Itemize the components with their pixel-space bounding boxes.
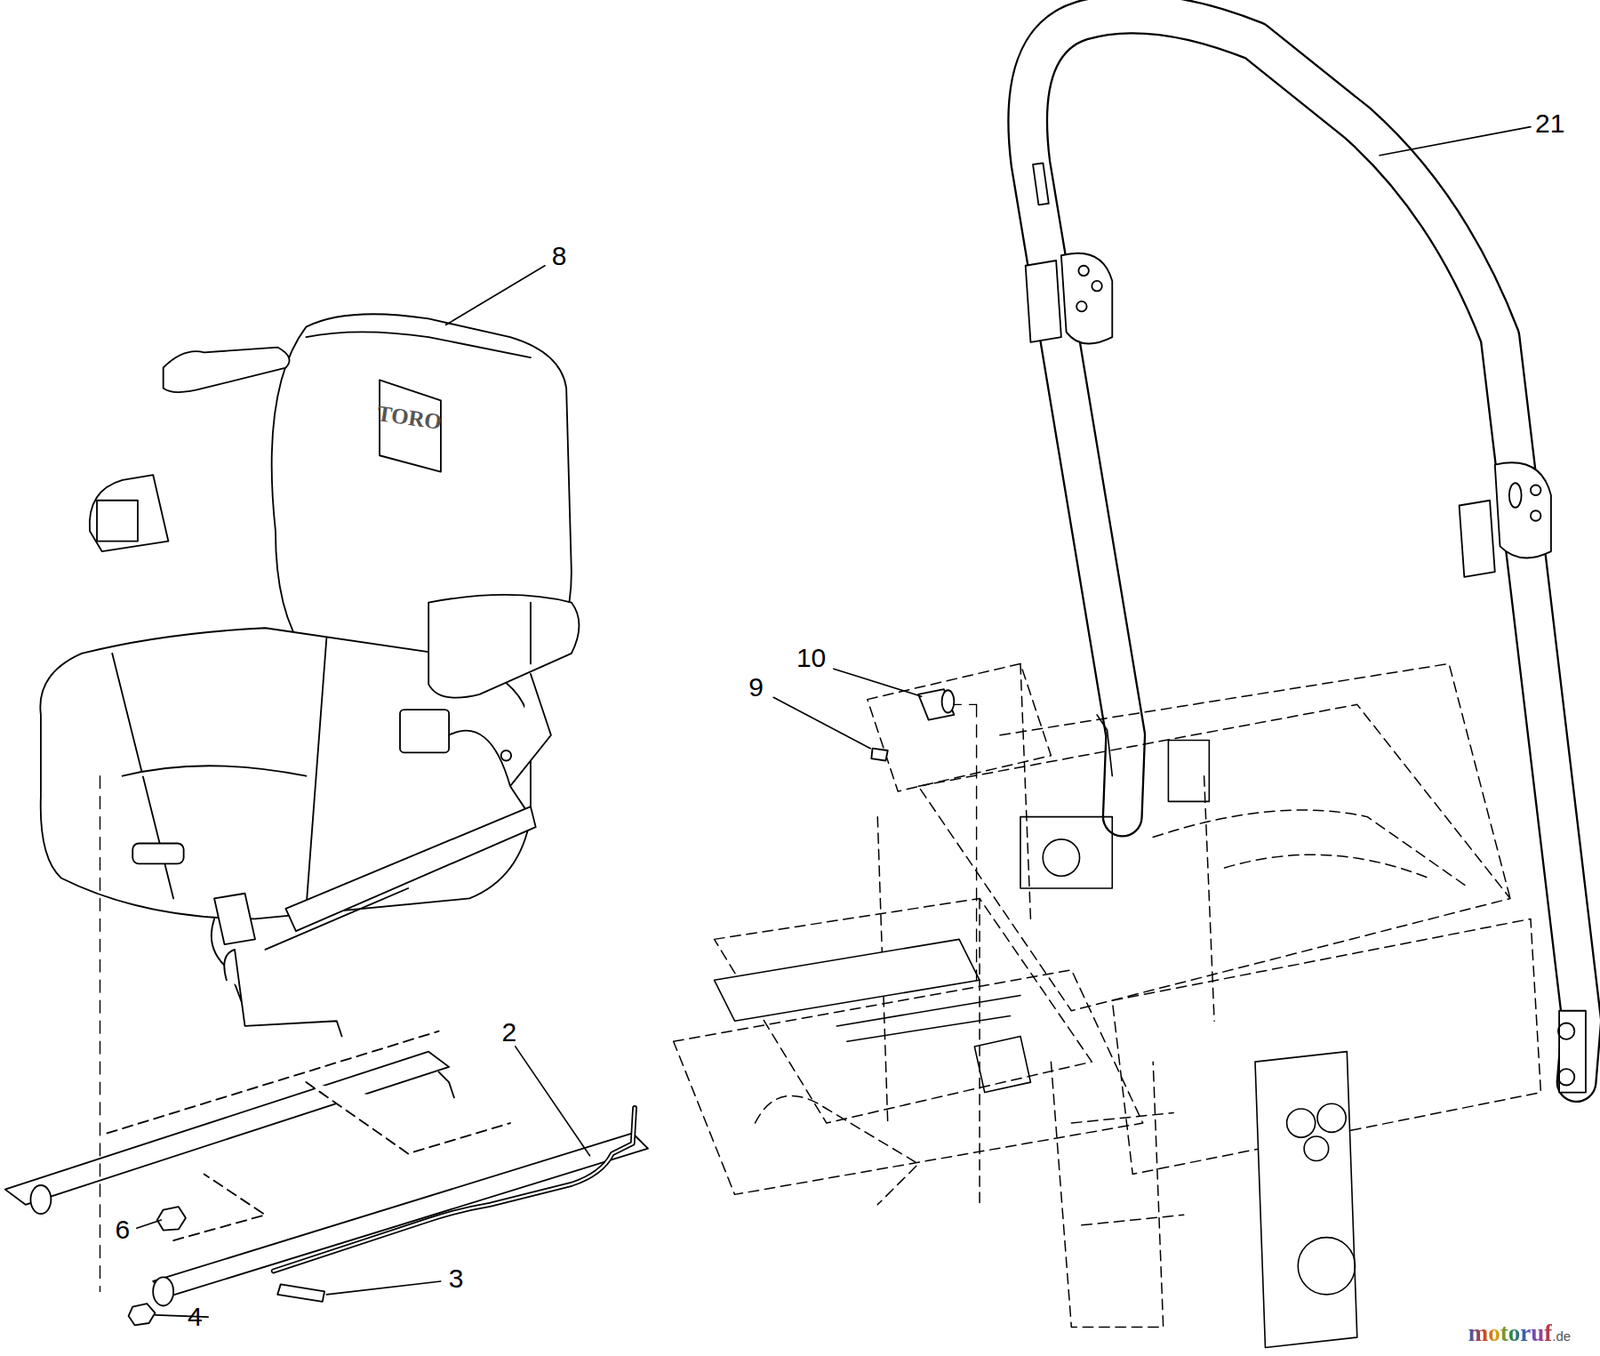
callout-number: 2 xyxy=(501,1018,517,1046)
callout-number: 3 xyxy=(448,1264,464,1292)
rod-inner xyxy=(273,1107,635,1272)
hardware xyxy=(128,688,955,1325)
assembly-lines xyxy=(100,704,977,1291)
frame-solid-parts xyxy=(714,714,1358,1348)
callout-number: 8 xyxy=(552,242,568,270)
watermark-suffix: .de xyxy=(1552,1328,1571,1343)
callout-number: 6 xyxy=(114,1216,130,1243)
watermark: motoruf xyxy=(1468,1320,1552,1345)
callout-number: 9 xyxy=(748,673,764,701)
leader-lines xyxy=(136,127,1531,1318)
roll-bar xyxy=(1025,14,1586,1093)
callout-number: 4 xyxy=(187,1303,203,1330)
seat xyxy=(40,313,579,1010)
mower-frame xyxy=(673,663,1542,1327)
rod xyxy=(273,1107,635,1272)
seat-base xyxy=(5,949,648,1306)
callout-number: 21 xyxy=(1535,110,1565,137)
callout-number: 10 xyxy=(796,644,826,672)
